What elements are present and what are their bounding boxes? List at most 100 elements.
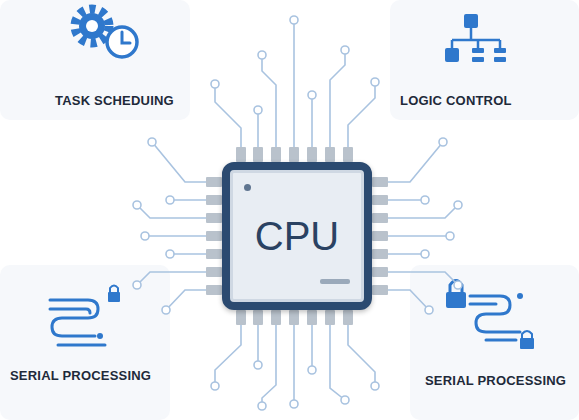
chip-pin xyxy=(271,310,281,325)
corner-panel xyxy=(0,265,170,420)
trace-terminal xyxy=(162,306,170,314)
chip-pin xyxy=(236,147,246,162)
chip-pin xyxy=(206,195,222,205)
chip-pin xyxy=(206,177,222,187)
chip-pin xyxy=(206,267,222,277)
feature-label: SERIAL PROCESSING xyxy=(425,373,566,388)
circuit-trace xyxy=(262,324,276,406)
feature-label: LOGIC CONTROL xyxy=(400,93,512,108)
feature-label: SERIAL PROCESSING xyxy=(10,368,151,383)
circuit-trace xyxy=(387,253,425,255)
trace-terminal xyxy=(290,16,298,24)
trace-terminal xyxy=(133,201,141,209)
chip-label: CPU xyxy=(255,214,339,259)
circuit-trace xyxy=(330,324,345,400)
trace-terminal xyxy=(133,281,141,289)
chip-bar xyxy=(320,279,350,284)
trace-terminal xyxy=(371,382,379,390)
chip-pin xyxy=(253,310,263,325)
circuit-trace xyxy=(387,205,458,218)
circuit-trace xyxy=(311,324,313,370)
serial-lock-icon xyxy=(50,286,120,346)
serial-lock-icon xyxy=(446,281,534,350)
trace-terminal xyxy=(308,91,316,99)
circuit-trace xyxy=(387,272,458,285)
trace-terminal xyxy=(425,306,433,314)
chip-pin xyxy=(271,147,281,162)
circuit-trace xyxy=(262,55,276,148)
chip-pin xyxy=(289,147,299,162)
chip-pin xyxy=(206,213,222,223)
chip-pin xyxy=(325,310,335,325)
trace-terminal xyxy=(341,46,349,54)
chip-pin xyxy=(325,147,335,162)
circuit-trace xyxy=(166,290,207,310)
chip-pin xyxy=(307,310,317,325)
circuit-trace xyxy=(145,235,207,237)
trace-terminal xyxy=(371,78,379,86)
trace-terminal xyxy=(254,361,262,369)
trace-terminal xyxy=(341,396,349,404)
corner-panel xyxy=(390,0,579,120)
circuit-trace xyxy=(387,290,429,310)
trace-terminal xyxy=(148,138,156,146)
chip-pin xyxy=(372,213,388,223)
gear-clock-icon xyxy=(75,9,137,57)
trace-terminal xyxy=(421,250,429,258)
chip-pin xyxy=(236,310,246,325)
circuit-trace xyxy=(257,324,259,365)
chip-pin xyxy=(206,249,222,259)
circuit-trace xyxy=(215,324,241,386)
circuit-trace xyxy=(348,324,375,386)
circuit-trace xyxy=(387,199,425,201)
chip-pin xyxy=(372,195,388,205)
corner-panel xyxy=(410,265,579,420)
chip-pin xyxy=(253,147,263,162)
logic-tree-icon xyxy=(445,14,506,62)
chip-pin xyxy=(372,249,388,259)
trace-terminal xyxy=(141,232,149,240)
trace-terminal xyxy=(454,201,462,209)
trace-terminal xyxy=(439,138,447,146)
chip-pin xyxy=(372,267,388,277)
circuit-trace xyxy=(348,82,375,148)
trace-terminal xyxy=(446,232,454,240)
circuit-trace xyxy=(137,272,207,285)
chip-pin xyxy=(372,231,388,241)
trace-terminal xyxy=(308,366,316,374)
circuit-trace xyxy=(330,50,345,148)
chip-pin xyxy=(372,285,388,295)
trace-terminal xyxy=(258,51,266,59)
chip-pin xyxy=(307,147,317,162)
chip-pin xyxy=(343,310,353,325)
circuit-trace xyxy=(137,205,207,218)
trace-terminal xyxy=(211,382,219,390)
circuit-trace xyxy=(311,95,313,148)
trace-terminal xyxy=(166,250,174,258)
corner-panel xyxy=(0,0,190,120)
circuit-trace xyxy=(215,84,241,148)
circuit-trace xyxy=(152,142,207,182)
chip-pin xyxy=(206,231,222,241)
trace-terminal xyxy=(290,400,298,408)
circuit-trace xyxy=(387,235,450,237)
chip-dot xyxy=(244,184,251,191)
chip-pin xyxy=(372,177,388,187)
circuit-trace xyxy=(387,142,443,182)
cpu-chip: CPU xyxy=(222,162,372,310)
chip-pin xyxy=(206,285,222,295)
feature-label: TASK SCHEDUING xyxy=(55,93,174,108)
trace-terminal xyxy=(258,402,266,410)
circuit-trace xyxy=(293,20,295,148)
trace-terminal xyxy=(254,106,262,114)
trace-terminal xyxy=(211,80,219,88)
circuit-trace xyxy=(257,110,259,148)
trace-terminal xyxy=(421,196,429,204)
circuit-trace xyxy=(170,253,207,255)
chip-pin xyxy=(343,147,353,162)
trace-terminal xyxy=(454,281,462,289)
circuit-trace xyxy=(170,199,207,201)
circuit-trace xyxy=(293,324,295,404)
chip-pin xyxy=(289,310,299,325)
trace-terminal xyxy=(166,196,174,204)
